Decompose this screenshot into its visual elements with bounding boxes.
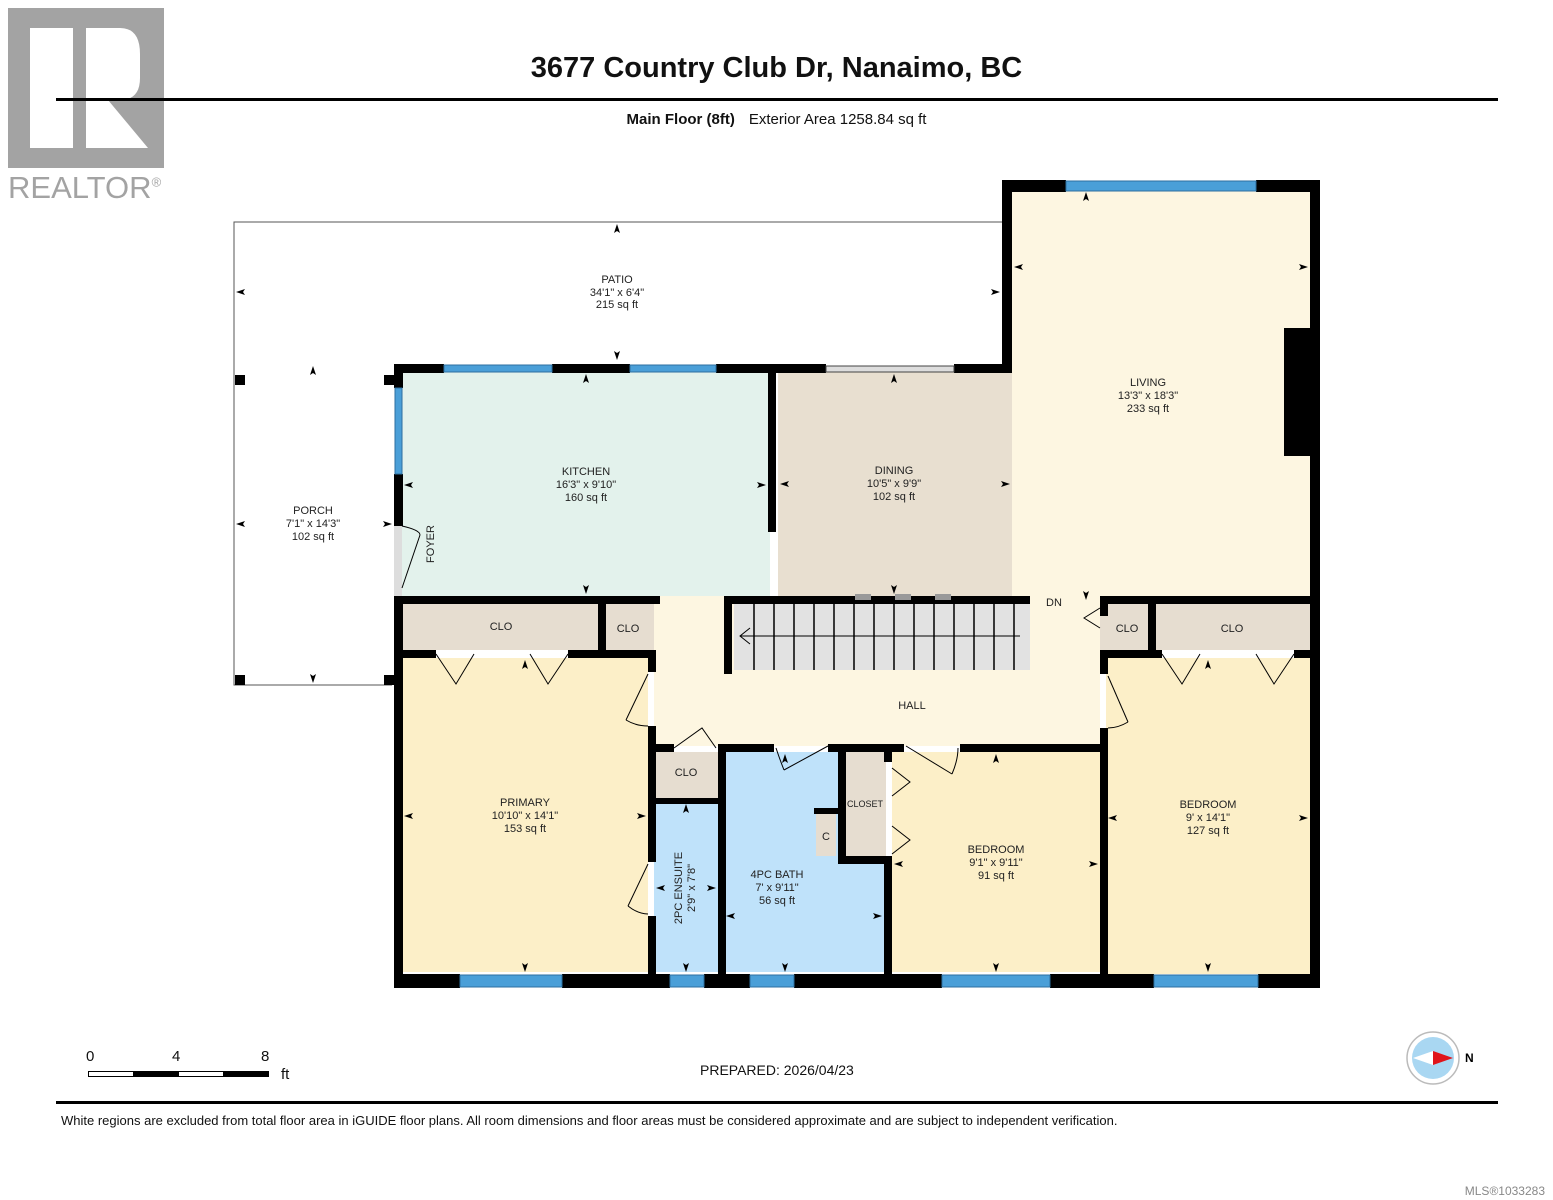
room-label-patio: PATIO 34'1" x 6'4" 215 sq ft [590, 274, 644, 311]
primary-floor [402, 658, 648, 972]
sliding-door [825, 365, 955, 373]
closet-label: CLO [1221, 623, 1244, 635]
svg-text:160 sq ft: 160 sq ft [565, 492, 607, 504]
ensuite-floor [654, 802, 718, 972]
svg-text:91 sq ft: 91 sq ft [978, 870, 1014, 882]
walls [394, 180, 1320, 988]
realtor-r-mark-icon [8, 8, 164, 168]
svg-text:BEDROOM: BEDROOM [1180, 799, 1237, 811]
room-label-bedroom2: BEDROOM 9'1" x 9'11" 91 sq ft [968, 844, 1025, 882]
closet-label: CLOSET [847, 799, 884, 809]
svg-text:2PC ENSUITE: 2PC ENSUITE [673, 852, 685, 924]
svg-text:7'1" x 14'3": 7'1" x 14'3" [286, 518, 340, 530]
svg-text:2'9" x 7'8": 2'9" x 7'8" [686, 864, 698, 912]
svg-text:PORCH: PORCH [293, 505, 333, 517]
svg-text:56 sq ft: 56 sq ft [759, 895, 795, 907]
floor-label: Main Floor (8ft) [626, 111, 735, 128]
svg-text:127 sq ft: 127 sq ft [1187, 825, 1229, 837]
compass-icon: N [1405, 1030, 1475, 1091]
doors [394, 525, 1295, 915]
bedroom2-floor [892, 752, 1100, 972]
room-label-dining: DINING 10'5" x 9'9" 102 sq ft [867, 465, 921, 503]
closet-label: CLO [675, 767, 698, 779]
svg-text:9'1" x 9'11": 9'1" x 9'11" [969, 857, 1022, 869]
disclaimer: White regions are excluded from total fl… [61, 1113, 1118, 1128]
realtor-logo: REALTOR® [8, 8, 164, 206]
closet-floor [816, 814, 836, 856]
svg-text:215 sq ft: 215 sq ft [596, 299, 638, 311]
scale-unit: ft [281, 1066, 290, 1083]
svg-text:233 sq ft: 233 sq ft [1127, 403, 1169, 415]
closet-label: C [822, 831, 830, 843]
svg-text:10'10" x 14'1": 10'10" x 14'1" [492, 810, 559, 822]
svg-text:LIVING: LIVING [1130, 377, 1166, 389]
svg-text:13'3" x 18'3": 13'3" x 18'3" [1118, 390, 1178, 402]
bedroom3-floor [1106, 658, 1310, 974]
closet-floor [846, 752, 886, 856]
windows [394, 180, 1259, 988]
room-label-primary: PRIMARY 10'10" x 14'1" 153 sq ft [492, 797, 559, 835]
room-label-kitchen: KITCHEN 16'3" x 9'10" 160 sq ft [556, 466, 616, 504]
patio-outline [233, 221, 1003, 686]
scale-tick: 8 [261, 1048, 270, 1065]
room-label-porch: PORCH 7'1" x 14'3" 102 sq ft [286, 505, 340, 543]
svg-text:102 sq ft: 102 sq ft [873, 491, 915, 503]
svg-text:16'3" x 9'10": 16'3" x 9'10" [556, 479, 616, 491]
svg-text:4PC BATH: 4PC BATH [751, 869, 804, 881]
svg-text:BEDROOM: BEDROOM [968, 844, 1025, 856]
stairs-down-label: DN [1046, 597, 1062, 609]
dining-floor [778, 372, 1012, 596]
scale-tick: 4 [172, 1048, 181, 1065]
closet-floor [402, 604, 598, 650]
kitchen-floor [402, 372, 770, 596]
page-title: 3677 Country Club Dr, Nanaimo, BC [530, 52, 1023, 84]
closet-label: CLO [617, 623, 640, 635]
svg-text:KITCHEN: KITCHEN [562, 466, 610, 478]
living-floor [1012, 190, 1310, 598]
room-label-living: LIVING 13'3" x 18'3" 233 sq ft [1118, 377, 1178, 415]
exterior-area: Exterior Area 1258.84 sq ft [748, 111, 927, 128]
foyer-label: FOYER [425, 525, 437, 563]
svg-text:102 sq ft: 102 sq ft [292, 531, 334, 543]
svg-text:7' x 9'11": 7' x 9'11" [755, 882, 798, 894]
svg-text:PRIMARY: PRIMARY [500, 797, 551, 809]
svg-text:34'1" x 6'4": 34'1" x 6'4" [590, 287, 644, 299]
floor-subtitle: Main Floor (8ft) Exterior Area 1258.84 sq… [0, 111, 1553, 128]
svg-text:153 sq ft: 153 sq ft [504, 823, 546, 835]
room-label-bedroom3: BEDROOM 9' x 14'1" 127 sq ft [1180, 799, 1237, 837]
title-divider [56, 98, 1498, 101]
closet-floor [1156, 604, 1310, 650]
scale-bar: 0 4 8 ft [86, 1048, 290, 1088]
room-label-ensuite: 2PC ENSUITE 2'9" x 7'8" [673, 852, 698, 924]
closet-label: CLO [1116, 623, 1139, 635]
closet-floor [606, 604, 654, 650]
footer-divider [56, 1101, 1498, 1104]
hall-label: HALL [898, 700, 926, 712]
mls-number: MLS®1033283 [1464, 1184, 1545, 1198]
room-label-bath: 4PC BATH 7' x 9'11" 56 sq ft [751, 869, 804, 907]
realtor-wordmark: REALTOR® [8, 170, 162, 205]
dimension-markers [236, 192, 1308, 972]
svg-text:PATIO: PATIO [601, 274, 633, 286]
scale-tick: 0 [86, 1048, 95, 1065]
closet-label: CLO [490, 621, 513, 633]
svg-text:10'5" x 9'9": 10'5" x 9'9" [867, 478, 921, 490]
svg-text:DINING: DINING [875, 465, 914, 477]
svg-text:9' x 14'1": 9' x 14'1" [1186, 812, 1230, 824]
closet-floor [654, 752, 718, 798]
staircase [734, 600, 1030, 670]
svg-text:N: N [1465, 1051, 1474, 1065]
prepared-date: PREPARED: 2026/04/23 [700, 1062, 854, 1078]
